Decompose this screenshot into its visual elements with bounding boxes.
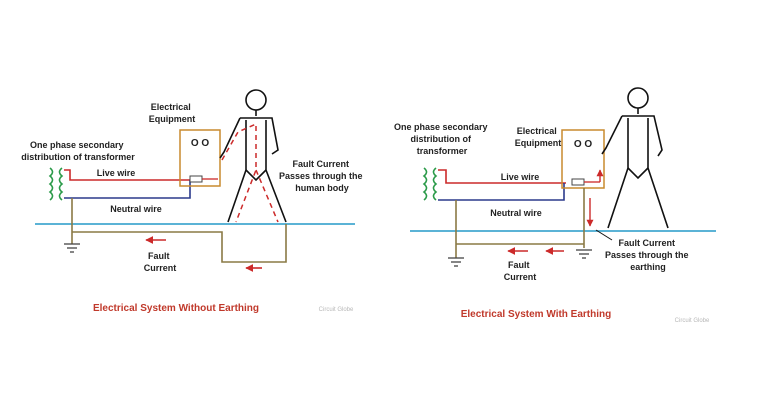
left-neutral-wire xyxy=(64,180,191,199)
right-transformer-earth-symbol-icon xyxy=(448,257,464,267)
right-watermark: Circuit Globe xyxy=(675,318,710,324)
right-equipment-knobs: O O xyxy=(574,139,593,150)
left-neutral-wire-label: Neutral wire xyxy=(110,204,162,214)
left-fault-current-label: Fault Current xyxy=(144,251,177,273)
left-equipment-label: Electrical Equipment xyxy=(149,102,196,124)
left-diagram: O O Electrical Equipment One phase secon… xyxy=(21,89,365,314)
left-equipment-resistor-icon xyxy=(189,175,203,183)
right-live-wire-label: Live wire xyxy=(501,172,540,182)
right-fault-current-label: Fault Current xyxy=(504,260,537,282)
left-caption: Electrical System Without Earthing xyxy=(93,303,259,314)
right-equipment-box xyxy=(561,129,605,189)
left-body-current-path-2 xyxy=(255,169,279,223)
right-equipment-resistor-icon xyxy=(571,178,585,186)
left-live-wire-label: Live wire xyxy=(97,168,136,178)
right-fault-label-pointer xyxy=(595,229,613,241)
left-equipment-knobs: O O xyxy=(191,138,210,149)
right-equipment-label: Electrical Equipment xyxy=(515,126,562,148)
right-human-figure xyxy=(601,87,669,229)
right-diagram: O O One phase secondary distr xyxy=(394,87,716,324)
left-human-figure xyxy=(219,89,287,223)
left-body-current-path xyxy=(221,122,257,223)
right-neutral-wire-label: Neutral wire xyxy=(490,208,542,218)
left-transformer-label: One phase secondary distribution of tran… xyxy=(21,140,135,162)
left-body-label: Fault Current Passes through the human b… xyxy=(279,159,365,193)
right-caption: Electrical System With Earthing xyxy=(461,309,612,320)
left-transformer-coil-icon xyxy=(48,167,64,201)
right-earthing-label: Fault Current Passes through the earthin… xyxy=(605,238,691,272)
right-transformer-label: One phase secondary distribution of tran… xyxy=(394,122,490,156)
left-live-wire xyxy=(64,169,190,181)
right-live-wire xyxy=(438,169,566,184)
left-fault-earth-path xyxy=(72,224,287,263)
left-earth-symbol-icon xyxy=(64,243,80,253)
right-transformer-coil-icon xyxy=(422,167,438,201)
right-equipment-earth-symbol-icon xyxy=(576,249,592,259)
left-watermark: Circuit Globe xyxy=(319,307,354,313)
right-neutral-wire xyxy=(438,183,565,201)
